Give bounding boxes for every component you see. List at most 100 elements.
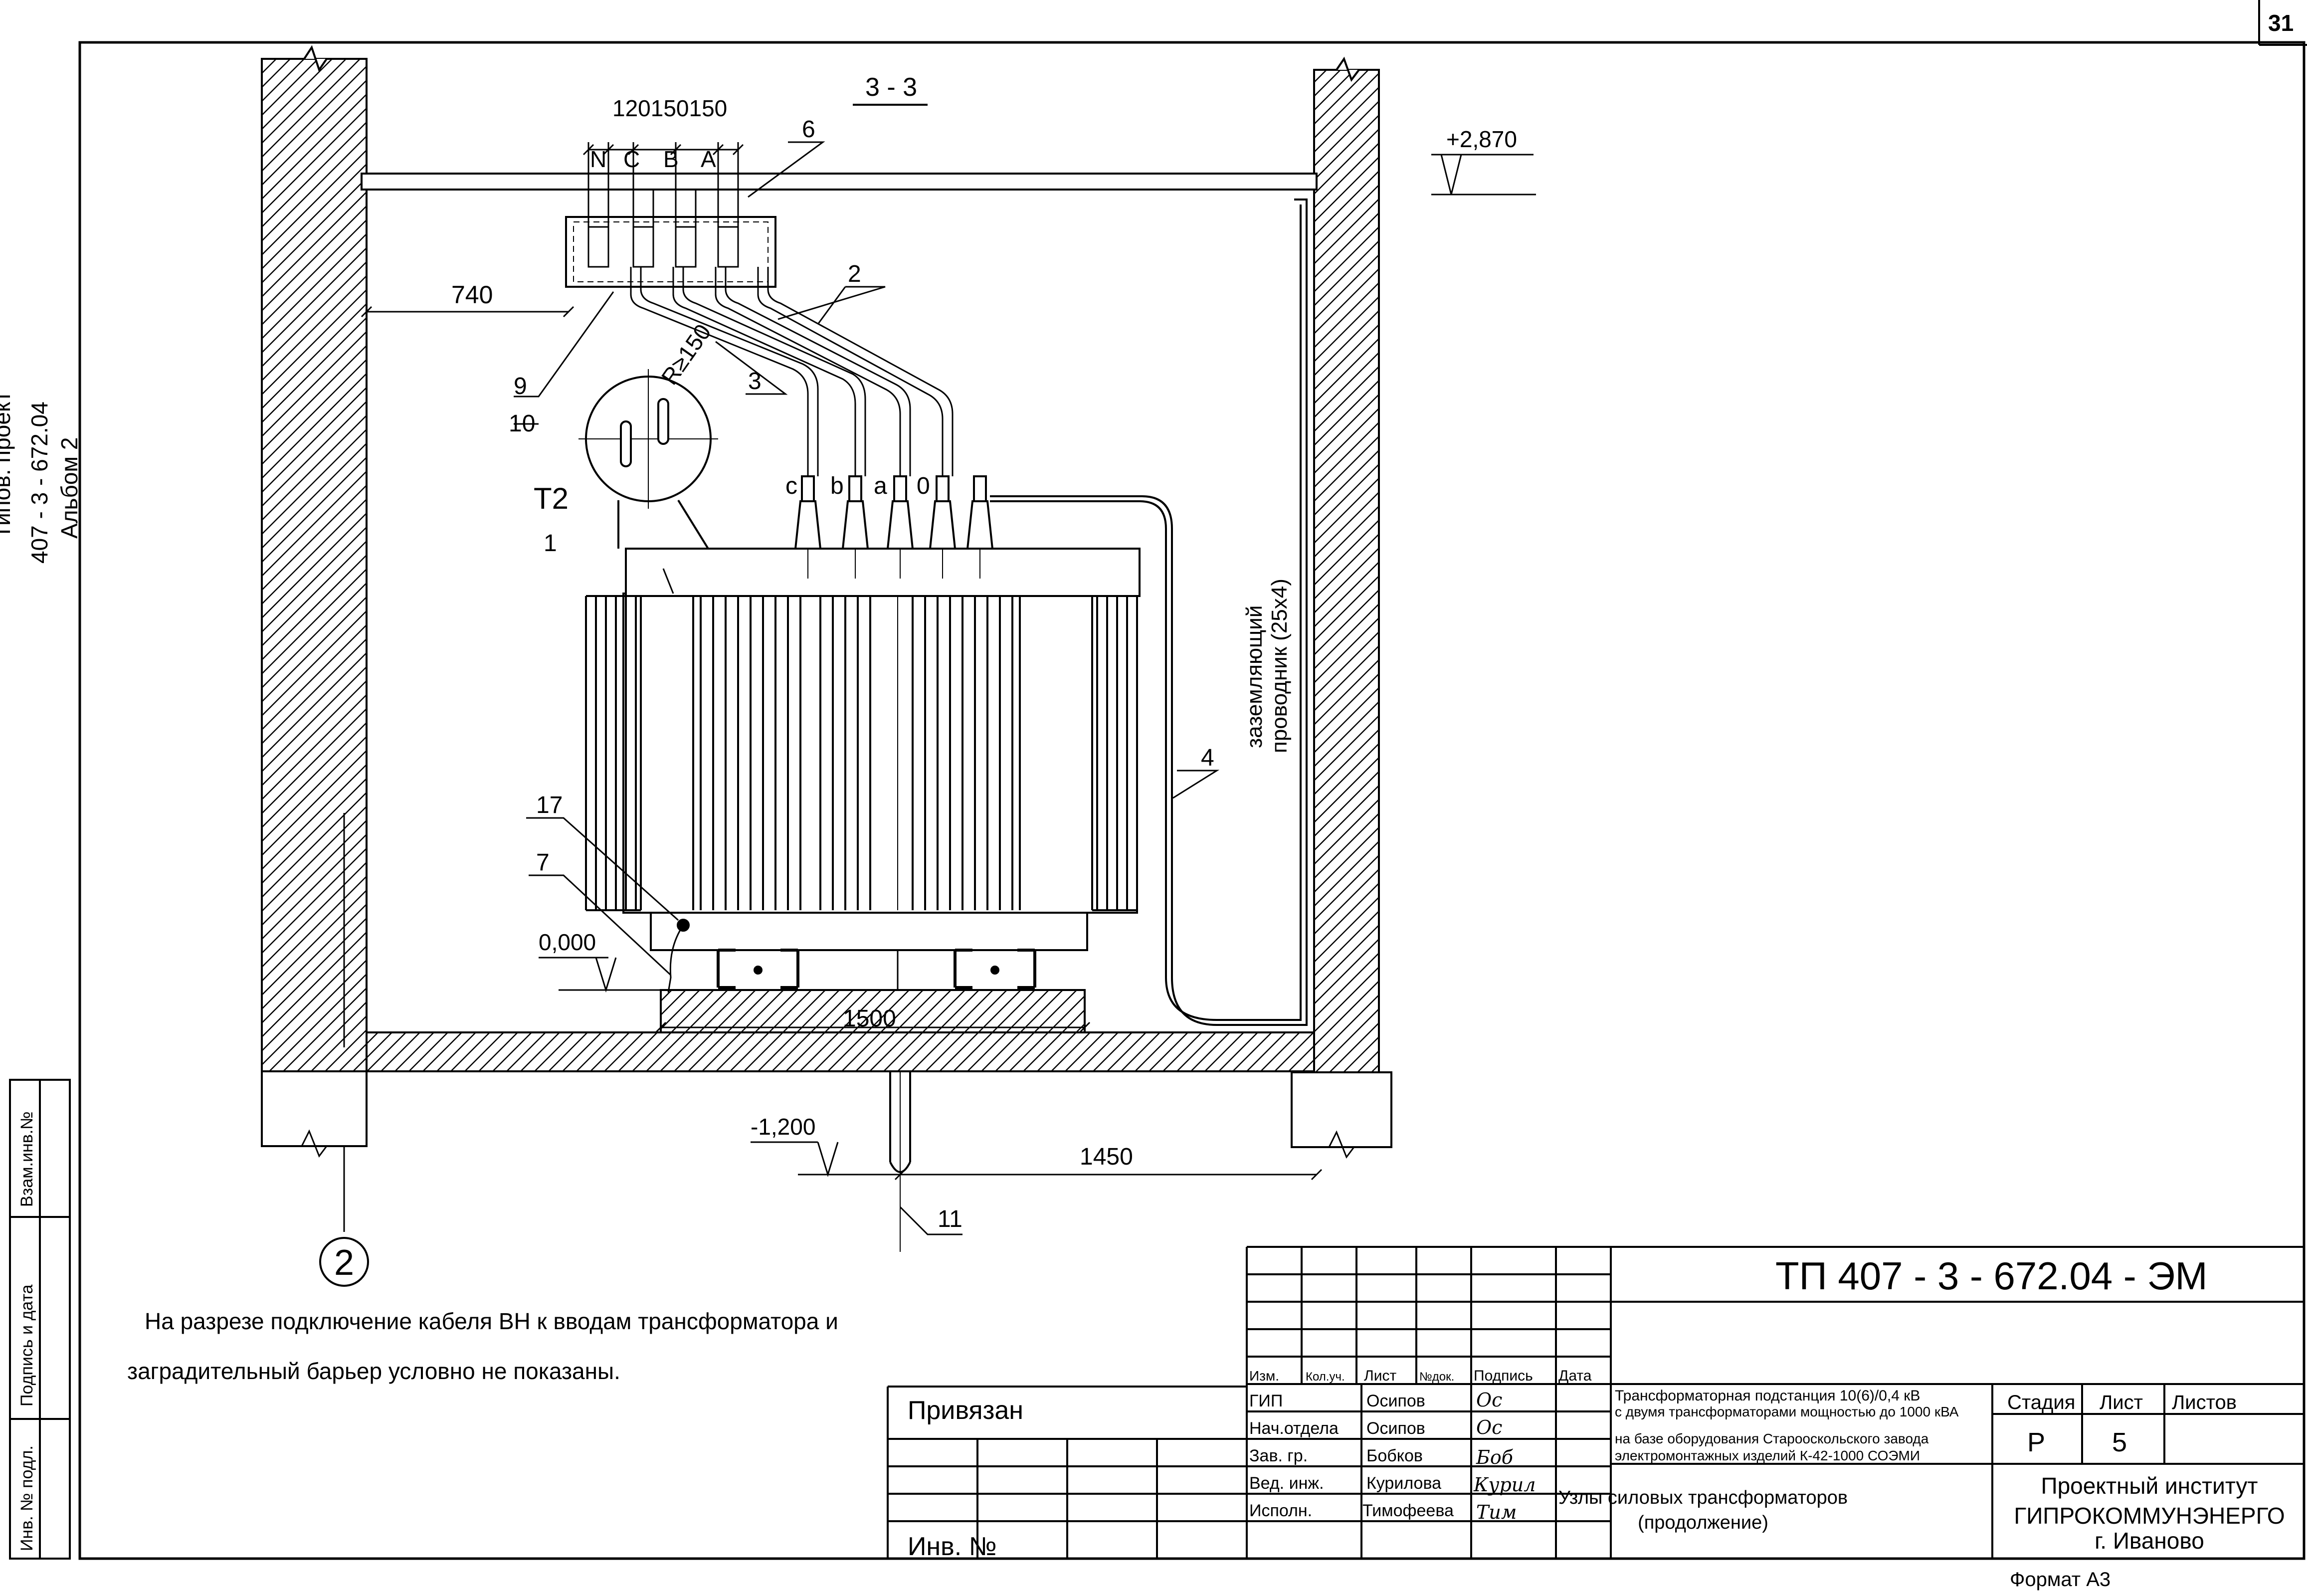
phase-C: C <box>623 146 640 172</box>
ground-conductor-line1: заземляющий <box>1242 605 1267 748</box>
phase-A: A <box>701 146 716 172</box>
tank-ground-wire <box>667 919 690 993</box>
project-line1: Типов. проект <box>0 391 15 539</box>
axis-marker: 2 <box>319 1147 369 1287</box>
role-zav-gr: Зав. гр. <box>1249 1446 1308 1465</box>
terminal-b: b <box>830 473 844 499</box>
stamp-sign-date: Подпись и дата <box>17 1284 36 1406</box>
project-desc-4: электромонтажных изделий К-42-1000 СОЭМИ <box>1615 1448 1920 1463</box>
signature-nach-otdela: Ос <box>1476 1416 1502 1438</box>
terminal-a: a <box>874 473 887 499</box>
elevation-marks <box>539 154 1536 1178</box>
sheet-title-2: (продолжение) <box>1638 1512 1768 1533</box>
callout-9: 9 <box>514 373 527 399</box>
tank-base <box>650 909 1088 951</box>
ground-conductor-line2: проводник (25x4) <box>1267 579 1292 753</box>
col-kol: Кол.уч. <box>1306 1370 1345 1384</box>
signature-ved-inzh: Курил <box>1473 1474 1536 1496</box>
elevation-cable-channel: -1,200 <box>751 1114 815 1140</box>
left-wall <box>261 45 368 1158</box>
signature-zav-gr: Боб <box>1476 1446 1514 1468</box>
elevation-ceiling: +2,870 <box>1446 126 1517 152</box>
phase-B: B <box>663 146 679 172</box>
col-podpis: Подпись <box>1474 1368 1533 1384</box>
project-desc-2: с двумя трансформаторами мощностью до 10… <box>1615 1404 1959 1419</box>
bushings <box>794 475 994 579</box>
name-ispoln: Тимофеева <box>1362 1501 1454 1520</box>
callout-leaders <box>514 141 1220 1235</box>
callout-4: 4 <box>1201 745 1214 771</box>
col-data: Дата <box>1558 1368 1592 1384</box>
dim-foundation-width: 1500 <box>843 1005 896 1032</box>
section-label: 3 - 3 <box>865 73 917 102</box>
terminal-0: 0 <box>917 473 930 499</box>
project-desc-3: на базе оборудования Старооскольского за… <box>1615 1431 1929 1446</box>
page-number: 31 <box>2268 10 2294 36</box>
dim-cable-to-wall: 1450 <box>1080 1144 1133 1170</box>
lv-cables <box>630 267 954 476</box>
note-line2: заградительный барьер условно не показан… <box>127 1358 620 1384</box>
format-label: Формат А3 <box>2010 1569 2111 1591</box>
role-ved-inzh: Вед. инж. <box>1249 1474 1324 1493</box>
doc-code: ТП 407 - 3 - 672.04 - ЭМ <box>1775 1254 2207 1298</box>
dimension-lines <box>361 142 1323 1181</box>
name-nach-otdela: Осипов <box>1366 1419 1425 1438</box>
terminal-c: c <box>785 473 797 499</box>
name-gip: Осипов <box>1366 1392 1425 1410</box>
drawing-frame <box>78 41 2306 1560</box>
privyazan-label: Привязан <box>908 1396 1023 1425</box>
title-block <box>887 1246 2304 1559</box>
sheet-label: Лист <box>2100 1392 2143 1413</box>
callout-1: 1 <box>544 530 557 557</box>
project-desc-1: Трансформаторная подстанция 10(6)/0,4 кВ <box>1615 1388 1920 1404</box>
col-izm: Изм. <box>1249 1368 1279 1384</box>
axis-marker-label: 2 <box>334 1243 354 1283</box>
foundation <box>660 950 1086 1033</box>
dim-wall-to-box: 740 <box>451 281 493 309</box>
phase-N: N <box>590 146 606 172</box>
skid-channels <box>717 949 1036 989</box>
ground-conductor-line <box>990 199 1308 1026</box>
org-2: ГИПРОКОММУНЭНЕРГО <box>2014 1503 2285 1529</box>
left-margin-stamp: Инв. № подл. Подпись и дата Взам.инв.№ Т… <box>0 391 82 1560</box>
right-wall <box>1291 56 1392 1159</box>
name-zav-gr: Бобков <box>1366 1446 1423 1465</box>
stamp-vzam-inv: Взам.инв.№ <box>17 1111 36 1207</box>
signature-ispoln: Тим <box>1476 1501 1517 1523</box>
floor-slab <box>366 1031 1315 1072</box>
sheet-title-1: Узлы силовых трансформаторов <box>1558 1487 1848 1508</box>
cable-pipe <box>889 1071 911 1252</box>
conservator <box>578 369 718 550</box>
name-ved-inzh: Курилова <box>1366 1474 1441 1493</box>
stamp-inv-podl: Инв. № подл. <box>17 1445 36 1551</box>
inv-no-label: Инв. № <box>908 1532 996 1561</box>
role-nach-otdela: Нач.отдела <box>1249 1419 1339 1438</box>
project-line3: Альбом 2 <box>56 437 82 539</box>
signature-gip: Ос <box>1476 1389 1502 1411</box>
col-list: Лист <box>1364 1368 1396 1384</box>
radiator <box>585 593 1138 914</box>
role-ispoln: Исполн. <box>1249 1501 1312 1520</box>
org-3: г. Иваново <box>2095 1528 2204 1554</box>
org-1: Проектный институт <box>2041 1473 2258 1499</box>
dim-busbar-spacing: 120150150 <box>612 95 727 121</box>
callout-11: 11 <box>938 1206 962 1232</box>
callout-2: 2 <box>848 261 861 287</box>
callout-6: 6 <box>802 116 815 143</box>
callout-10: 10 <box>509 410 535 437</box>
ceiling-beam <box>361 173 1318 191</box>
elevation-floor: 0,000 <box>539 929 596 955</box>
project-line2: 407 - 3 - 672.04 <box>26 401 52 564</box>
sheets-label: Листов <box>2172 1392 2237 1413</box>
role-gip: ГИП <box>1249 1392 1283 1410</box>
sheet-value: 5 <box>2112 1427 2127 1457</box>
stage-value: Р <box>2027 1427 2045 1457</box>
callout-3: 3 <box>748 368 762 395</box>
tank-cover <box>625 548 1141 597</box>
terminal-box <box>565 190 776 288</box>
page-number-box: 31 <box>2258 0 2307 46</box>
callout-17: 17 <box>536 792 563 818</box>
